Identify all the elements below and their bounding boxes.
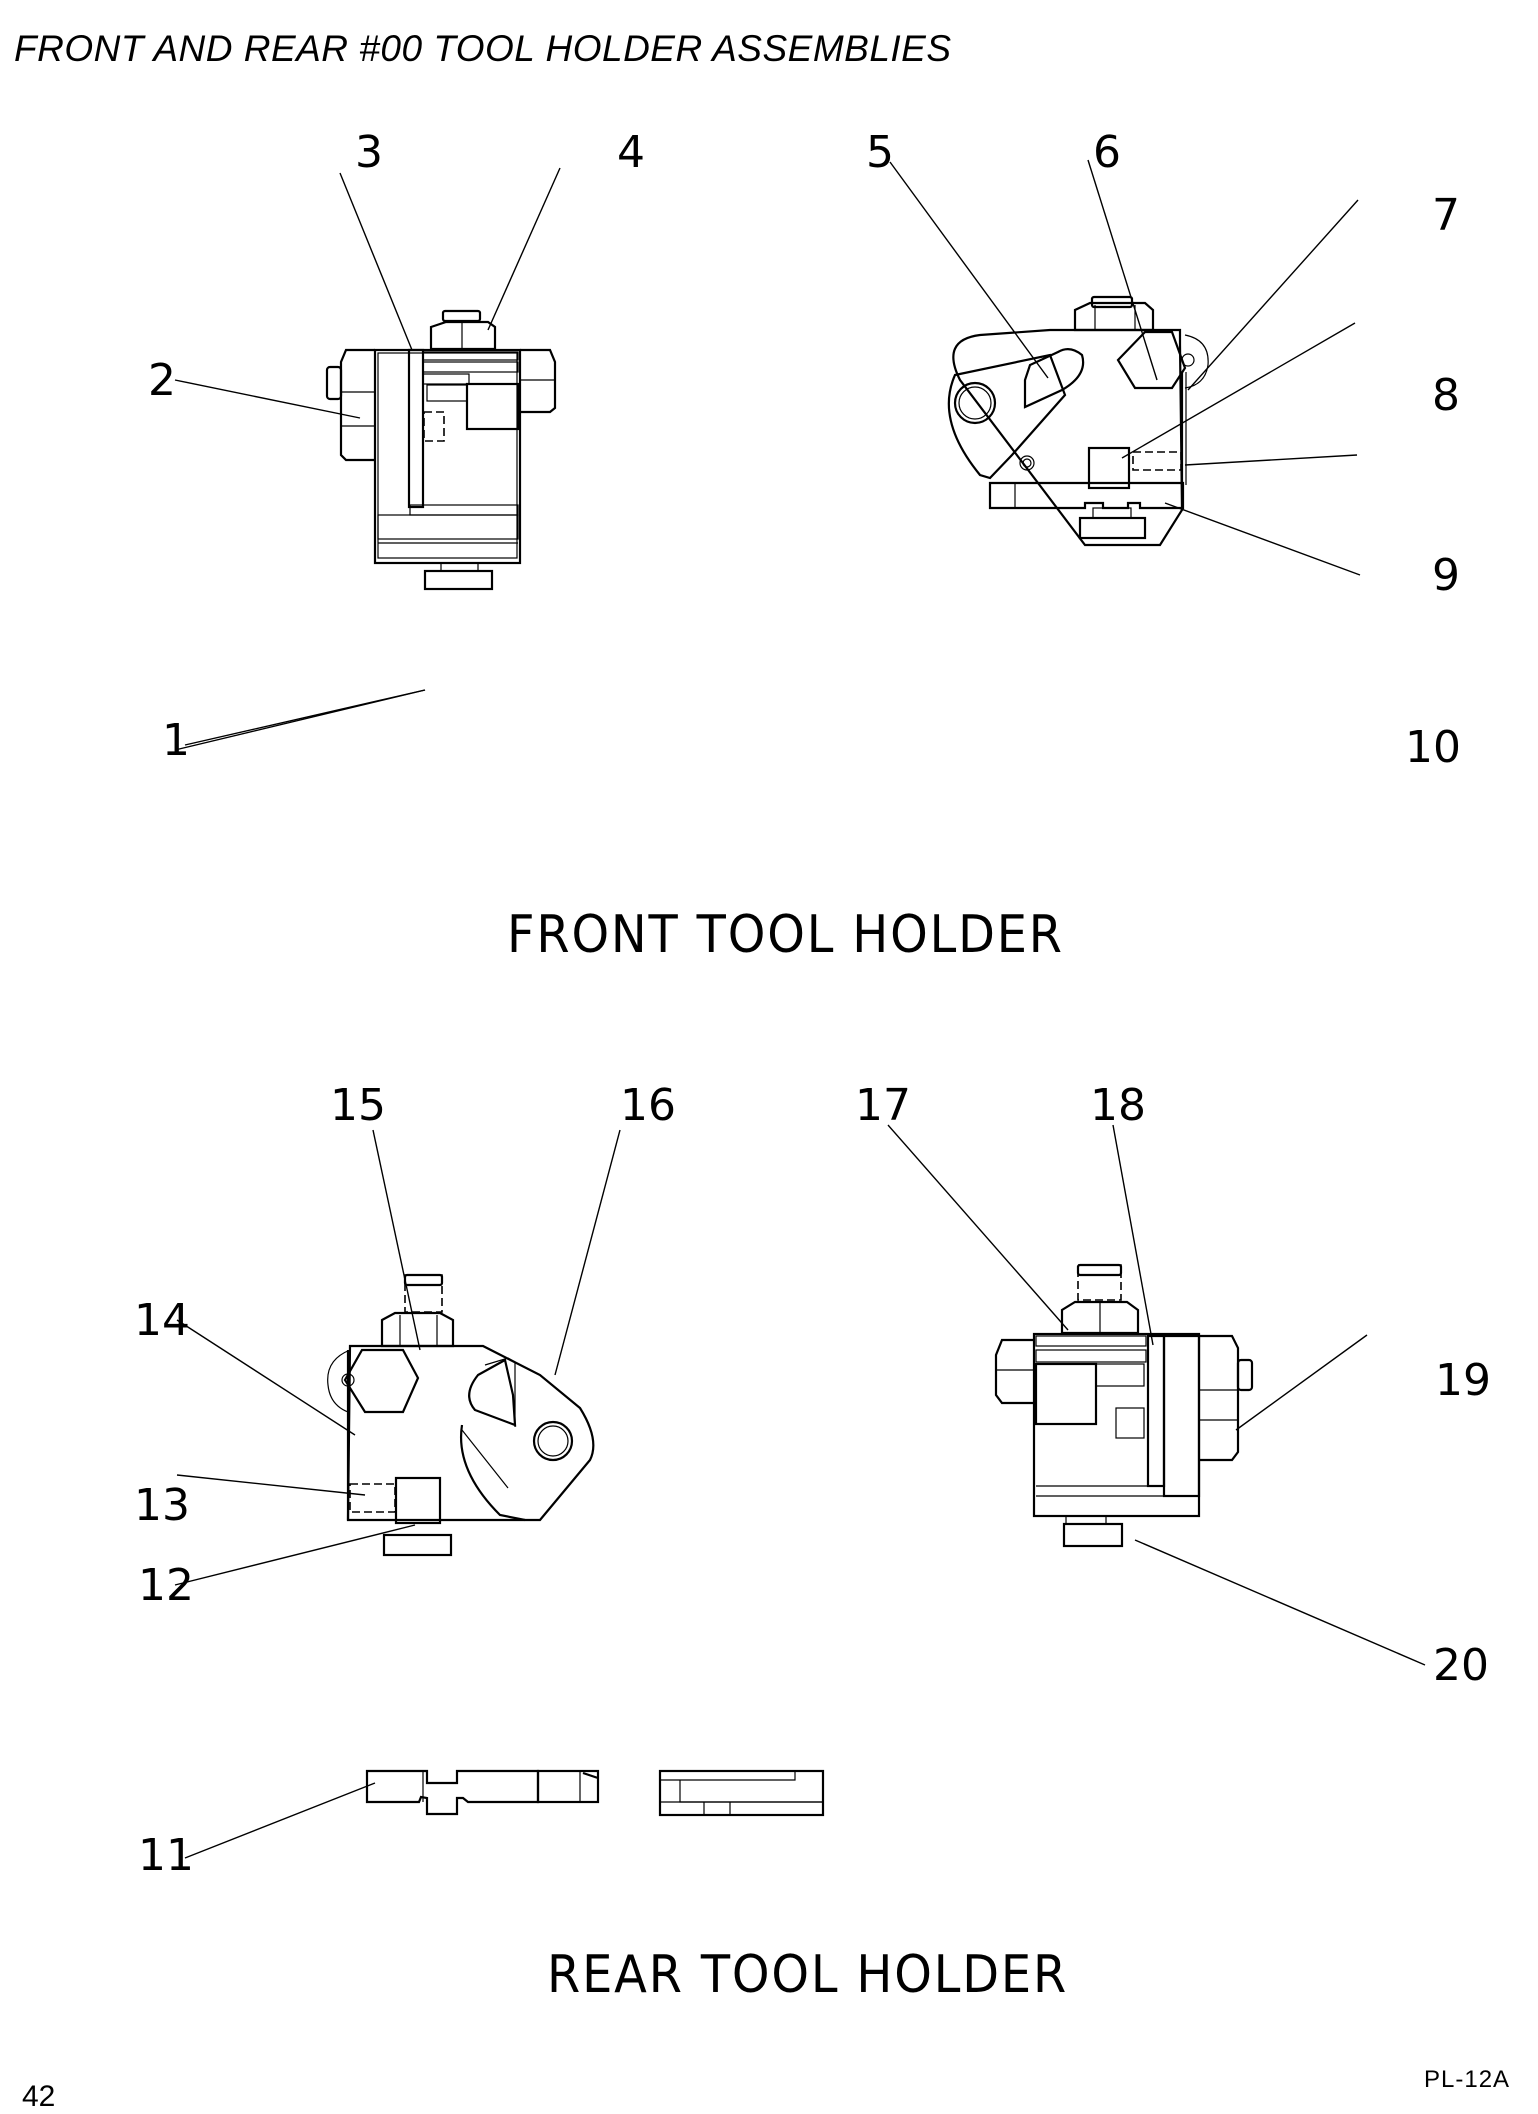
- front-holder-face-view: [889, 159, 1361, 576]
- callout-19: 19: [1435, 1355, 1491, 1406]
- callout-5: 5: [866, 127, 894, 178]
- front-tool-holder-title: FRONT TOOL HOLDER: [507, 905, 1064, 965]
- callout-11: 11: [138, 1830, 194, 1881]
- callout-9: 9: [1432, 550, 1460, 601]
- page-title: FRONT AND REAR #00 TOOL HOLDER ASSEMBLIE…: [14, 28, 952, 69]
- rear-holder-side-view: [887, 1124, 1426, 1666]
- callout-15: 15: [330, 1080, 386, 1131]
- callout-14: 14: [134, 1295, 190, 1346]
- callout-6: 6: [1093, 127, 1121, 178]
- callout-10: 10: [1405, 722, 1461, 773]
- gib-parts: [184, 1769, 825, 1859]
- callout-4: 4: [617, 127, 645, 178]
- callout-13: 13: [134, 1480, 190, 1531]
- callout-8: 8: [1432, 370, 1460, 421]
- callout-18: 18: [1090, 1080, 1146, 1131]
- callout-1: 1: [162, 715, 190, 766]
- callout-labels: 1 2 3 4 5 6 7 8 9 10 11 12 13 14 15 16 1…: [134, 127, 1491, 1881]
- callout-17: 17: [855, 1080, 911, 1131]
- callout-12: 12: [138, 1560, 194, 1611]
- front-holder-side-view: [174, 167, 561, 751]
- callout-7: 7: [1432, 190, 1460, 241]
- callout-3: 3: [355, 127, 383, 178]
- rear-tool-holder-title: REAR TOOL HOLDER: [547, 1945, 1069, 2005]
- callout-2: 2: [148, 355, 176, 406]
- callout-20: 20: [1433, 1640, 1489, 1691]
- rear-holder-face-view: [174, 1129, 621, 1586]
- page-number: 42: [22, 2080, 56, 2113]
- callout-16: 16: [620, 1080, 676, 1131]
- plate-reference: PL-12A: [1424, 2066, 1511, 2093]
